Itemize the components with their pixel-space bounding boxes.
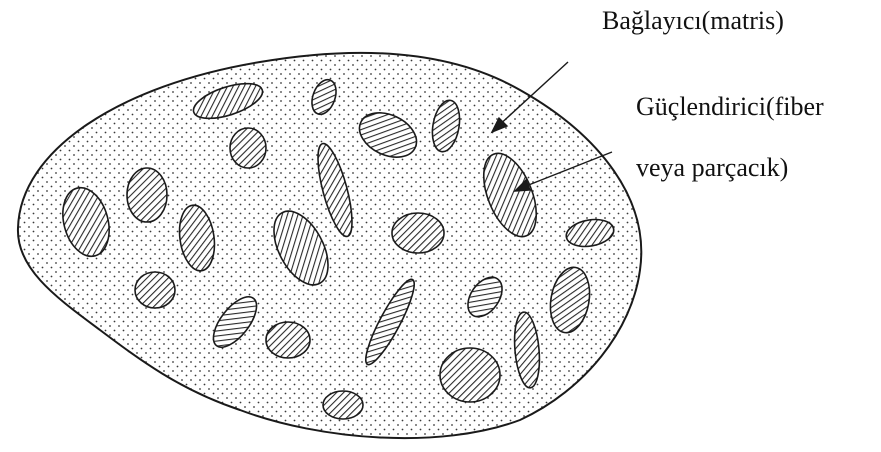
matrix-label: Bağlayıcı(matris): [602, 8, 784, 34]
particle: [230, 128, 266, 168]
reinforcer-label-line2: veya parçacık): [636, 155, 788, 181]
particle: [392, 213, 444, 253]
reinforcer-label-line1: Güçlendirici(fiber: [636, 94, 824, 120]
particle: [323, 391, 363, 419]
particle: [127, 168, 167, 222]
matrix-body: [18, 53, 641, 438]
particle: [135, 272, 175, 308]
particle: [266, 322, 310, 358]
particle: [440, 348, 500, 402]
